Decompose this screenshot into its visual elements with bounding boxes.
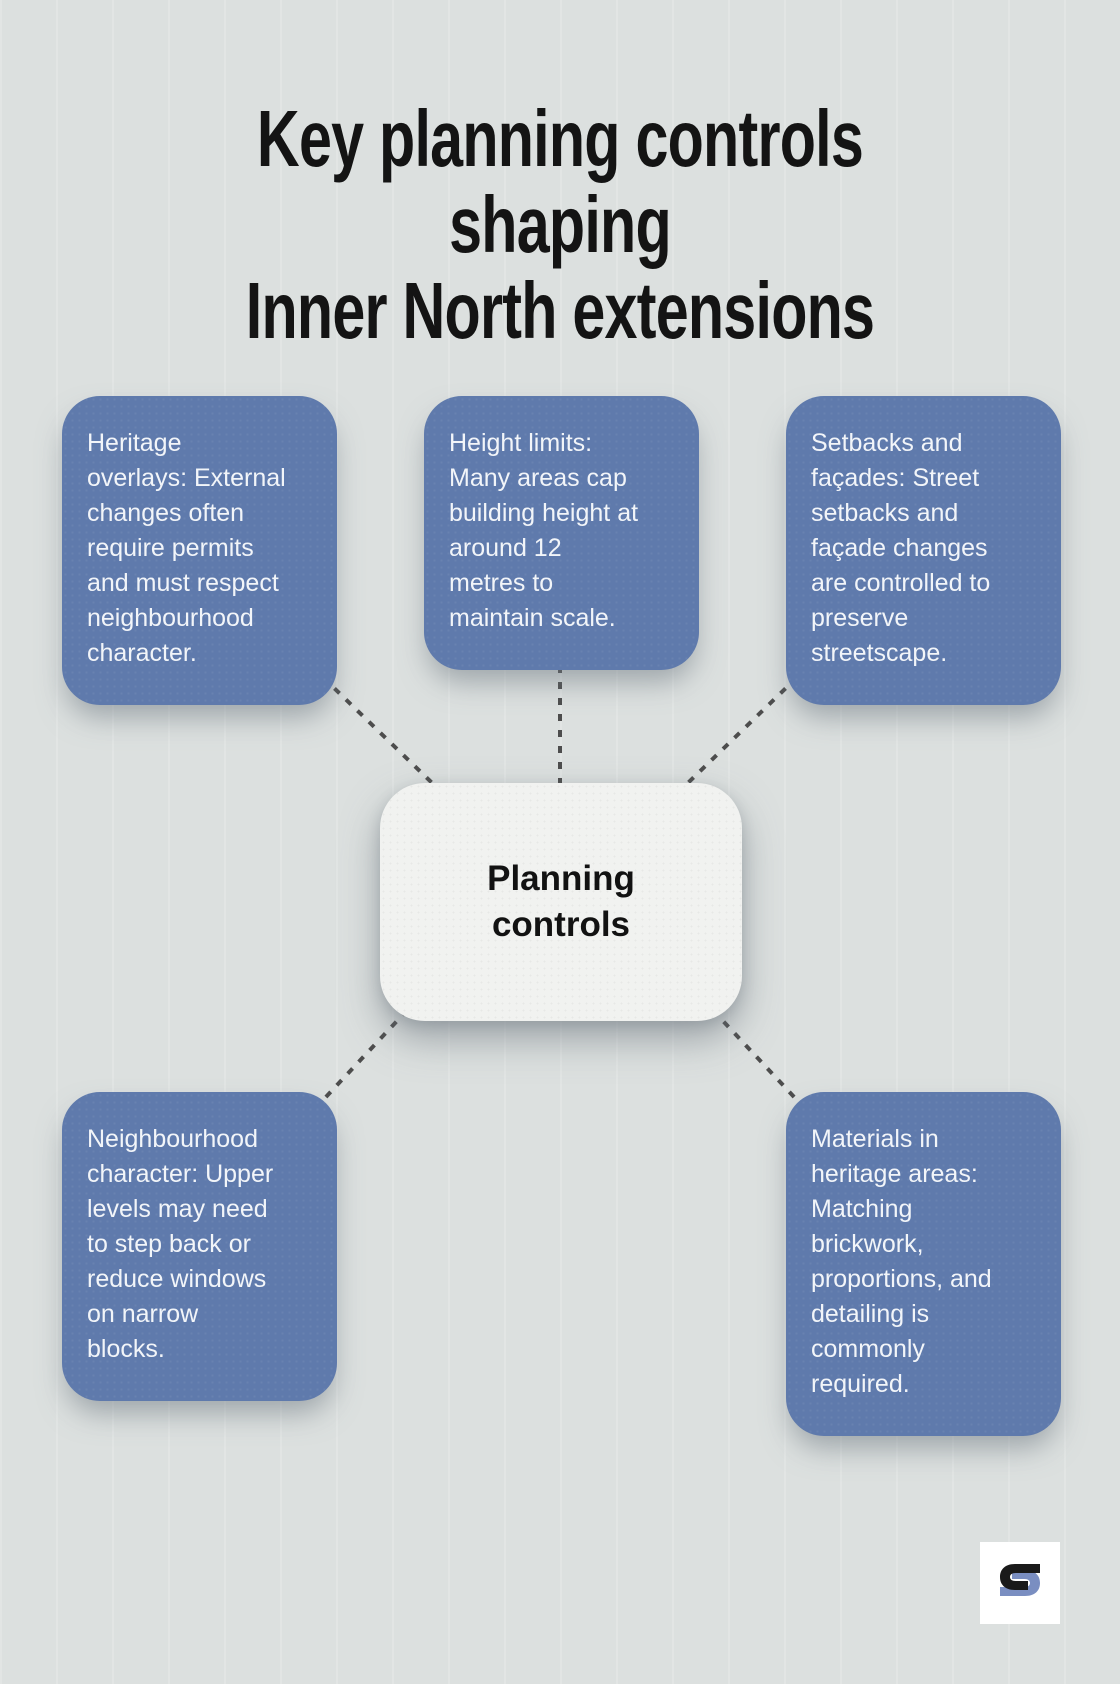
node-height-limits-text: Height limits: Many areas cap building h… [449,429,639,632]
node-setbacks-and-facades: Setbacks and façades: Street setbacks an… [786,396,1061,705]
node-heritage-overlays: Heritage overlays: External changes ofte… [62,396,337,705]
center-node-label: Planning controls [487,859,635,944]
page-title: Key planning controls shaping Inner Nort… [146,96,975,354]
node-materials-in-heritage-areas-text: Materials in heritage areas: Matching br… [811,1125,992,1398]
node-neighbourhood-character: Neighbourhood character: Upper levels ma… [62,1092,337,1401]
page-title-line-2: Inner North extensions [245,266,875,355]
center-node-planning-controls: Planning controls [380,783,742,1021]
node-setbacks-and-facades-text: Setbacks and façades: Street setbacks an… [811,429,991,667]
node-materials-in-heritage-areas: Materials in heritage areas: Matching br… [786,1092,1061,1436]
node-heritage-overlays-text: Heritage overlays: External changes ofte… [87,429,286,667]
page-title-line-1: Key planning controls shaping [256,94,864,269]
node-height-limits: Height limits: Many areas cap building h… [424,396,699,670]
node-neighbourhood-character-text: Neighbourhood character: Upper levels ma… [87,1125,274,1363]
brand-logo [980,1542,1060,1624]
s-monogram-logo-icon [1000,1564,1040,1596]
